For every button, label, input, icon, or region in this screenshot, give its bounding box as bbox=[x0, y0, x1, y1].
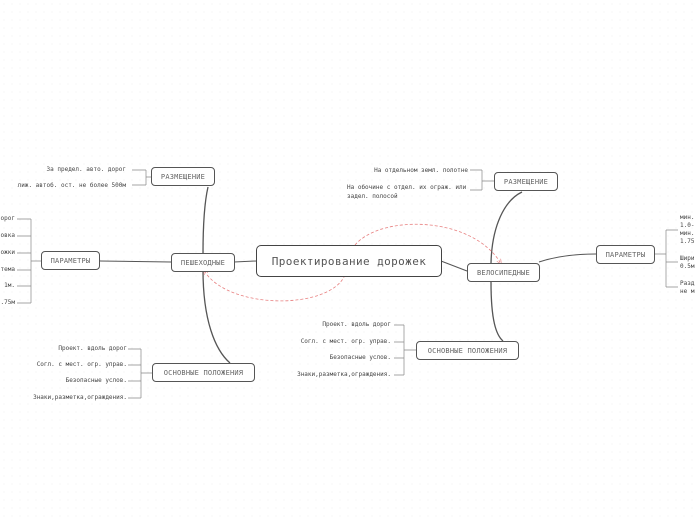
leaf-bicycle-main-3[interactable]: Знаки,разметка,ограждения. bbox=[297, 371, 391, 378]
leaf-pedestrian-main-1[interactable]: Согл. с мест. огр. управ. bbox=[36, 361, 127, 368]
leaf-bicycle-params-1[interactable]: 1.0- bbox=[680, 222, 695, 229]
leaf-bicycle-placement-0[interactable]: На отдельном земл. полотне bbox=[374, 167, 468, 174]
leaf-pedestrian-main-0[interactable]: Проект. вдоль дорог bbox=[58, 345, 127, 352]
link-pedestrian-main bbox=[202, 269, 231, 364]
link-bicycle-main bbox=[490, 281, 504, 342]
relation-arrow-right bbox=[354, 223, 500, 262]
leaf-bicycle-params-7[interactable]: не м bbox=[680, 288, 695, 295]
leaf-pedestrian-params-1[interactable]: овка bbox=[0, 232, 15, 239]
leaf-pedestrian-params-2[interactable]: ожки bbox=[0, 249, 15, 256]
topic-label: РАЗМЕЩЕНИЕ bbox=[503, 177, 549, 186]
link-bicycle-placement bbox=[490, 191, 523, 264]
leaf-bicycle-params-5[interactable]: 0.5м bbox=[680, 263, 695, 270]
topic-bicycle-main[interactable]: ОСНОВНЫЕ ПОЛОЖЕНИЯ bbox=[416, 341, 519, 360]
leaf-pedestrian-params-0[interactable]: орог bbox=[0, 215, 15, 222]
topic-label: ПАРАМЕТРЫ bbox=[50, 256, 91, 265]
topic-bicycle-label: ВЕЛОСИПЕДНЫЕ bbox=[477, 268, 530, 277]
topic-pedestrian-params[interactable]: ПАРАМЕТРЫ bbox=[41, 251, 100, 270]
leaf-bicycle-params-0[interactable]: мин. bbox=[680, 214, 695, 221]
topic-bicycle-placement[interactable]: РАЗМЕЩЕНИЕ bbox=[494, 172, 558, 191]
link-central-bicycle bbox=[440, 260, 468, 272]
leaf-pedestrian-params-3[interactable]: тема bbox=[0, 266, 15, 273]
link-bicycle-params bbox=[538, 253, 597, 263]
topic-pedestrian-label: ПЕШЕХОДНЫЕ bbox=[180, 258, 226, 267]
leaf-bicycle-params-6[interactable]: Разд bbox=[680, 280, 695, 287]
central-topic[interactable]: Проектирование дорожек bbox=[256, 245, 442, 277]
leaf-bicycle-params-4[interactable]: Шири bbox=[680, 255, 695, 262]
leaf-pedestrian-main-2[interactable]: Безопасные услов. bbox=[65, 377, 127, 384]
topic-label: ОСНОВНЫЕ ПОЛОЖЕНИЯ bbox=[427, 346, 508, 355]
topic-bicycle-params[interactable]: ПАРАМЕТРЫ bbox=[596, 245, 655, 264]
link-pedestrian-placement bbox=[202, 186, 209, 255]
topic-label: ОСНОВНЫЕ ПОЛОЖЕНИЯ bbox=[163, 368, 244, 377]
leaf-text: На обочине с отдел. их ограж. или задел.… bbox=[347, 184, 467, 200]
leaf-pedestrian-params-4[interactable]: 1м. bbox=[4, 282, 15, 289]
leaf-bicycle-params-2[interactable]: мин. bbox=[680, 230, 695, 237]
leaf-pedestrian-params-5[interactable]: .75м bbox=[0, 299, 15, 306]
leaf-bicycle-main-0[interactable]: Проект. вдоль дорог bbox=[322, 321, 391, 328]
topic-bicycle[interactable]: ВЕЛОСИПЕДНЫЕ bbox=[467, 263, 540, 282]
central-topic-label: Проектирование дорожек bbox=[271, 254, 427, 268]
topic-pedestrian-placement[interactable]: РАЗМЕЩЕНИЕ bbox=[151, 167, 215, 186]
leaf-pedestrian-main-3[interactable]: Знаки,разметка,ограждения. bbox=[33, 394, 127, 401]
link-central-pedestrian bbox=[233, 260, 257, 263]
topic-label: РАЗМЕЩЕНИЕ bbox=[160, 172, 206, 181]
leaf-pedestrian-placement-0[interactable]: За предел. авто. дорог bbox=[46, 166, 126, 173]
leaf-pedestrian-placement-1[interactable]: лиж. автоб. ост. не более 500м bbox=[17, 182, 126, 189]
leaf-bicycle-params-3[interactable]: 1.75 bbox=[680, 238, 695, 245]
leaf-bicycle-placement-1[interactable]: На обочине с отдел. их ограж. или задел.… bbox=[347, 183, 473, 201]
link-pedestrian-params bbox=[99, 260, 172, 263]
leaf-bicycle-main-2[interactable]: Безопасные услов. bbox=[329, 354, 391, 361]
topic-pedestrian-main[interactable]: ОСНОВНЫЕ ПОЛОЖЕНИЯ bbox=[152, 363, 255, 382]
leaf-bicycle-main-1[interactable]: Согл. с мест. огр. управ. bbox=[300, 338, 391, 345]
topic-label: ПАРАМЕТРЫ bbox=[605, 250, 646, 259]
topic-pedestrian[interactable]: ПЕШЕХОДНЫЕ bbox=[171, 253, 235, 272]
